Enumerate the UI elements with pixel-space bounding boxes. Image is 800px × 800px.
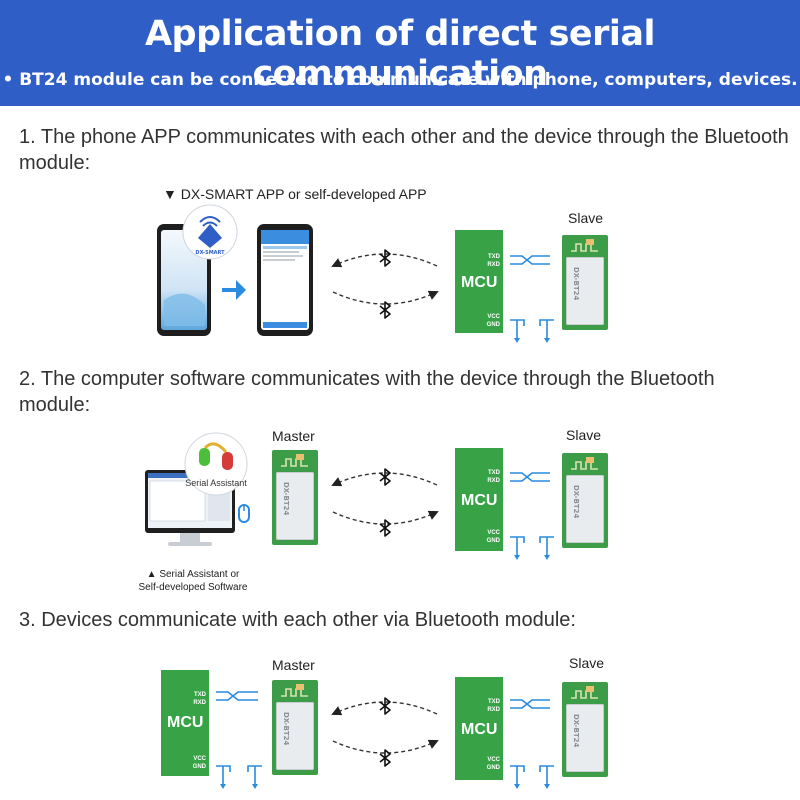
slave-label-3: Slave (569, 655, 605, 671)
txd-pin-label: TXD (488, 470, 500, 476)
slave-label-1: Slave (568, 210, 604, 226)
section-1-heading: 1. The phone APP communicates with each … (19, 126, 789, 174)
mcu-label: MCU (461, 721, 498, 738)
mcu-label: MCU (167, 714, 204, 731)
gnd-pin-label: GND (192, 764, 206, 770)
module-shield (566, 475, 604, 543)
bluetooth-icon (379, 249, 391, 267)
mcu-label: MCU (461, 492, 498, 509)
module-shield (566, 704, 604, 772)
header-banner: Application of direct serial communicati… (0, 0, 800, 106)
power-wiring (216, 319, 554, 784)
module-shield (276, 472, 314, 540)
antenna-trace (571, 243, 598, 252)
phone-app-screen-icon (257, 224, 313, 336)
txd-pin-label: TXD (194, 692, 206, 698)
page-subtitle: • BT24 module can be connected to commun… (2, 70, 798, 90)
module-shield (276, 702, 314, 770)
vcc-pin-label: VCC (487, 757, 500, 763)
module-text: DX-BT24 (282, 712, 290, 746)
app-caption: ▼ DX-SMART APP or self-developed APP (163, 186, 427, 202)
module-text: DX-BT24 (282, 482, 290, 516)
app-logo-text: DX-SMART (195, 250, 225, 256)
master-label-3: Master (272, 657, 315, 673)
serial-assistant-icon: Serial Assistant (184, 432, 248, 496)
pc-caption-line2: Self-developed Software (138, 582, 248, 593)
rxd-pin-label: RXD (193, 700, 206, 706)
module-component (586, 686, 594, 692)
mcu-block-4: TXD RXD MCU VCC GND (455, 677, 503, 780)
arrow-right-icon (222, 280, 246, 300)
module-component (296, 684, 304, 690)
page-title: Application of direct serial communicati… (144, 14, 656, 94)
rxd-pin-label: RXD (487, 262, 500, 268)
mouse-icon (238, 504, 250, 523)
vcc-pin-label: VCC (487, 530, 500, 536)
gnd-pin-label: GND (486, 322, 500, 328)
rxd-pin-label: RXD (487, 707, 500, 713)
mcu-block-3: TXD RXD MCU VCC GND (161, 670, 209, 776)
bt-module-slave-1: DX-BT24 (562, 235, 608, 330)
slave-label-2: Slave (566, 427, 602, 443)
antenna-trace (571, 461, 598, 470)
antenna-trace (281, 688, 308, 697)
gnd-pin-label: GND (486, 765, 500, 771)
gnd-pin-label: GND (486, 538, 500, 544)
module-component (586, 239, 594, 245)
antenna-trace (571, 690, 598, 699)
dx-smart-logo-icon: DX-SMART (182, 204, 238, 260)
txd-pin-label: TXD (488, 699, 500, 705)
section-3-heading: 3. Devices communicate with each other v… (19, 609, 576, 631)
bt-module-master-3: DX-BT24 (272, 680, 318, 775)
module-text: DX-BT24 (572, 485, 580, 519)
antenna-trace (281, 458, 308, 467)
bluetooth-icon (379, 697, 391, 715)
module-shield (566, 257, 604, 325)
section-2-heading: 2. The computer software communicates wi… (19, 368, 715, 416)
ground-arrows (220, 338, 550, 789)
rxd-pin-label: RXD (487, 478, 500, 484)
txrx-wiring (216, 255, 550, 709)
module-component (586, 457, 594, 463)
bluetooth-icon (379, 519, 391, 537)
master-label-2: Master (272, 428, 315, 444)
serial-assistant-label: Serial Assistant (185, 478, 247, 488)
pc-caption-line1: ▲ Serial Assistant or (146, 569, 240, 580)
vcc-pin-label: VCC (487, 314, 500, 320)
vcc-pin-label: VCC (193, 756, 206, 762)
module-component (296, 454, 304, 460)
bluetooth-icon (379, 468, 391, 486)
bt-module-slave-3: DX-BT24 (562, 682, 608, 777)
mcu-label: MCU (461, 274, 498, 291)
mcu-block-2: TXD RXD MCU VCC GND (455, 448, 503, 551)
module-text: DX-BT24 (572, 714, 580, 748)
txd-pin-label: TXD (488, 254, 500, 260)
mcu-block-1: TXD RXD MCU VCC GND (455, 230, 503, 333)
bluetooth-icon (379, 301, 391, 319)
bt-module-slave-2: DX-BT24 (562, 453, 608, 548)
bluetooth-icon (379, 749, 391, 767)
module-text: DX-BT24 (572, 267, 580, 301)
bt-module-master-2: DX-BT24 (272, 450, 318, 545)
